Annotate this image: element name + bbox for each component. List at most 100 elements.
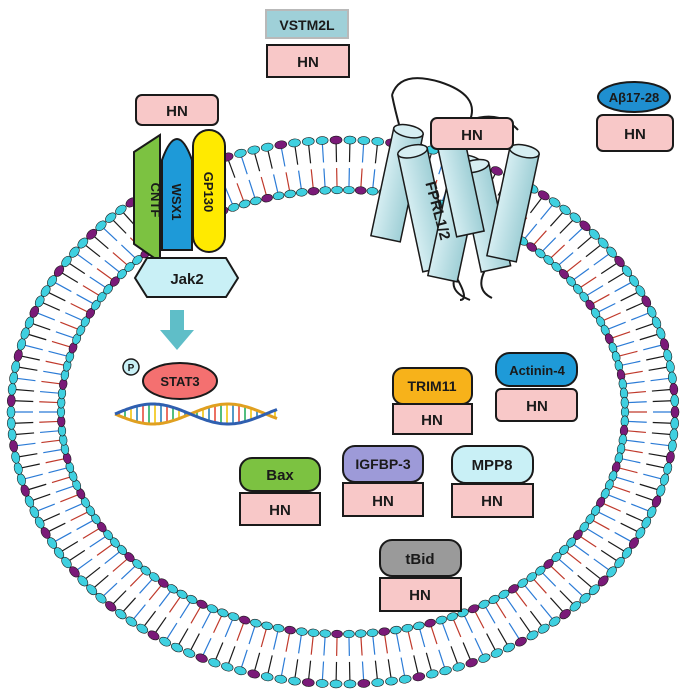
lipid-head-outer — [503, 642, 515, 653]
lipid-pair — [321, 140, 326, 191]
hn-box-fprl — [430, 117, 514, 150]
lipid-head-inner — [319, 629, 332, 638]
lipid-pair — [321, 633, 326, 684]
lipid-pair — [58, 270, 103, 298]
lipid-head-outer — [385, 676, 398, 686]
trim11-label: TRIM11 — [407, 378, 456, 394]
lipid-pair — [45, 290, 91, 314]
igfbp3-label: IGFBP-3 — [355, 456, 410, 472]
actinin4-complex: Actinin-4 HN — [495, 352, 578, 422]
wsx1-subunit — [161, 138, 193, 251]
lipid-head-outer — [11, 360, 21, 373]
lipid-pair — [51, 518, 97, 544]
jak2-kinase — [133, 257, 240, 298]
lipid-head-outer — [670, 405, 680, 419]
phosphate-circle — [122, 358, 140, 376]
lipid-head-outer — [329, 135, 343, 145]
lipid-pair — [21, 466, 71, 481]
lipid-head-inner — [620, 396, 629, 409]
lipid-head-inner — [478, 599, 490, 609]
lipid-pair — [548, 563, 586, 599]
lipid-head-outer — [115, 609, 127, 620]
lipid-head-outer — [670, 394, 680, 407]
lipid-head-outer — [147, 630, 160, 641]
lipid-pair — [539, 217, 576, 254]
lipid-head-inner — [228, 203, 240, 212]
lipid-head-outer — [9, 371, 18, 385]
igfbp3-complex: IGFBP-3 HN — [342, 445, 424, 517]
lipid-head-outer — [398, 674, 412, 684]
lipid-pair — [12, 388, 63, 395]
lipid-pair — [360, 633, 365, 684]
lipid-head-outer — [559, 204, 571, 215]
lipid-pair — [618, 354, 668, 367]
lipid-pair — [589, 280, 635, 306]
lipid-pair — [615, 466, 665, 481]
lipid-head-outer — [260, 142, 274, 152]
lipid-head-outer — [537, 190, 550, 201]
lipid-head-outer — [274, 140, 288, 150]
lipid-head-outer — [329, 679, 343, 689]
lipid-head-outer — [579, 592, 591, 604]
lipid-head-outer — [490, 648, 503, 658]
lipid-head-outer — [86, 584, 98, 596]
lipid-head-outer — [195, 653, 208, 663]
lipid-head-inner — [319, 186, 332, 195]
lipid-pair — [371, 141, 379, 192]
lipid-head-outer — [159, 636, 172, 647]
lipid-pair — [600, 501, 647, 524]
lipid-pair — [513, 588, 545, 630]
hn-label-vstm2l: HN — [297, 54, 319, 71]
lipid-head-outer — [20, 484, 30, 497]
lipid-pair — [82, 242, 123, 275]
lipid-pair — [360, 140, 365, 191]
lipid-head-outer — [465, 658, 478, 668]
lipid-head-outer — [548, 616, 561, 627]
lipid-head-outer — [7, 428, 17, 442]
stat3-ellipse — [142, 362, 218, 400]
lipid-pair — [418, 625, 433, 675]
lipid-pair — [503, 593, 533, 636]
lipid-head-outer — [315, 136, 329, 145]
hn-label-bax: HN — [269, 502, 291, 519]
lipid-head-inner — [468, 604, 480, 614]
lipid-head-outer — [357, 136, 371, 145]
lipid-pair — [34, 493, 82, 513]
lipid-pair — [539, 570, 576, 607]
lipid-pair — [556, 233, 595, 268]
lipid-head-outer — [559, 609, 571, 620]
vstm2l-complex: VSTM2L HN — [265, 9, 350, 78]
mpp8-complex: MPP8 HN — [451, 445, 534, 518]
lipid-head-inner — [296, 188, 308, 197]
lipid-pair — [623, 388, 674, 395]
lipid-head-outer — [371, 137, 384, 146]
gp130-subunit — [192, 129, 226, 253]
lipid-pair — [348, 140, 351, 191]
lipid-head-outer — [597, 237, 609, 249]
lipid-pair — [21, 343, 71, 358]
cntf-label: CNTF — [148, 183, 163, 218]
lipid-pair — [622, 439, 673, 447]
lipid-pair — [66, 534, 109, 564]
lipid-pair — [239, 622, 257, 671]
lipid-head-outer — [663, 349, 673, 362]
lipid-pair — [570, 251, 612, 282]
lipid-pair — [531, 209, 566, 248]
lipid-head-outer — [136, 623, 149, 634]
lipid-pair — [130, 582, 164, 622]
hn-label-igfbp3: HN — [372, 493, 394, 510]
stat3-label: STAT3 — [160, 374, 199, 389]
activation-arrow — [160, 310, 194, 350]
hn-label-tbid: HN — [409, 587, 431, 604]
lipid-pair — [18, 354, 68, 367]
lipid-head-outer — [426, 669, 439, 679]
lipid-pair — [293, 631, 303, 682]
lipid-head-inner — [366, 628, 379, 637]
lipid-pair — [239, 153, 257, 202]
lipid-head-outer — [95, 220, 107, 232]
lipid-pair — [91, 556, 130, 591]
lipid-head-outer — [221, 662, 234, 672]
lipid-pair — [164, 599, 193, 642]
lipid-pair — [595, 290, 641, 314]
lipid-head-outer — [7, 382, 17, 396]
